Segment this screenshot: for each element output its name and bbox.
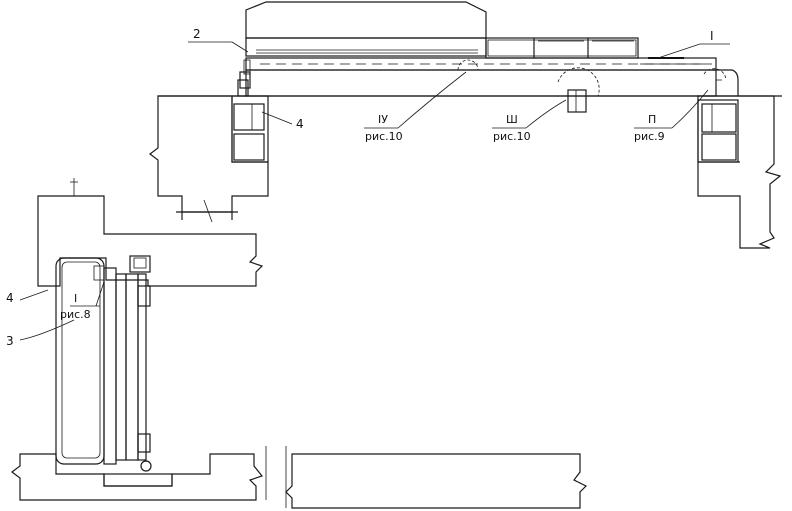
bottom-floor	[11, 446, 588, 509]
callout-3-label: Ш	[506, 113, 518, 126]
label-1-roof: I	[710, 29, 714, 43]
label-4-upper: 4	[296, 117, 304, 131]
callout-4-label: IУ	[378, 113, 388, 126]
window-glass-1	[115, 273, 127, 461]
label-2: 2	[193, 27, 201, 41]
callout-1-ref: рис.8	[60, 308, 91, 321]
roof-cap	[245, 1, 487, 39]
left-column-panel	[55, 257, 105, 465]
right-roof-hook	[712, 69, 739, 96]
roof-window-frames	[485, 37, 639, 59]
label-4-left: 4	[6, 291, 14, 305]
left-upper-wall	[149, 95, 269, 213]
callout-1-label: I	[74, 292, 77, 305]
callout-4-ref: рис.10	[365, 130, 403, 143]
labels: 2 4 I IУ рис.10 Ш рис.10 П рис.9 4 3 I р…	[6, 27, 714, 348]
callout-circle-4	[457, 59, 479, 71]
callout-3-ref: рис.10	[493, 130, 531, 143]
callout-circle-2	[703, 68, 727, 81]
roof-slab	[245, 69, 717, 97]
bottom-floor-slab-left	[11, 453, 264, 501]
right-upper-wall	[697, 95, 782, 249]
bottom-floor-slab-right	[285, 453, 588, 509]
window-frame-outer	[103, 267, 117, 465]
upper-assembly	[149, 1, 782, 249]
leader-lines	[19, 41, 730, 341]
window-frame-inner	[137, 273, 147, 461]
label-3-left: 3	[6, 334, 14, 348]
callout-2-label: П	[648, 113, 656, 126]
callout-2-ref: рис.9	[634, 130, 665, 143]
lower-left-assembly	[37, 178, 264, 472]
window-glass-2	[125, 273, 139, 461]
left-floor-slab	[37, 195, 264, 287]
callout-circle-3	[557, 67, 600, 97]
